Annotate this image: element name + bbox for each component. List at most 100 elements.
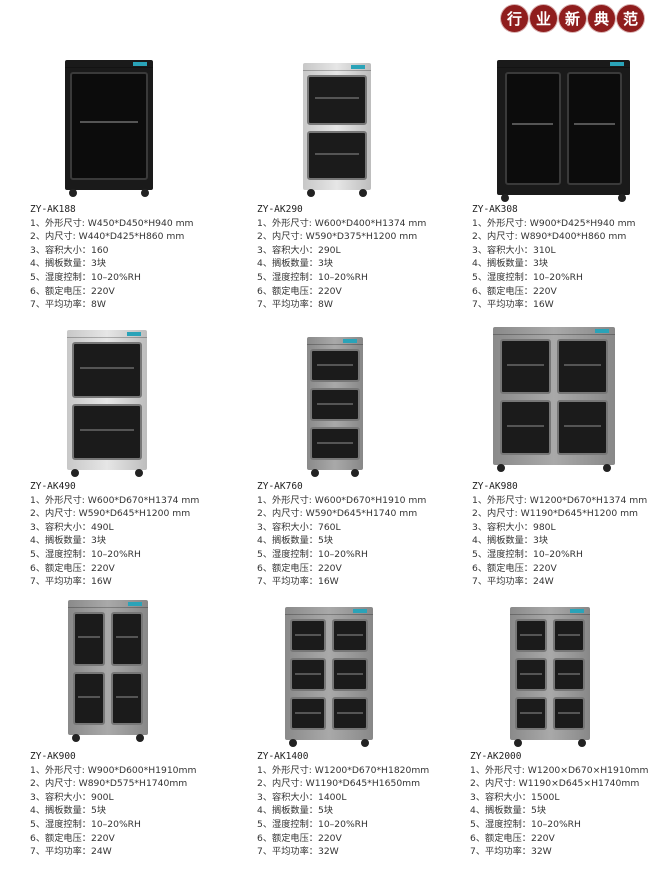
dry-cabinet-image	[67, 330, 147, 477]
display-icon	[353, 609, 367, 613]
control-panel	[303, 63, 371, 71]
control-panel	[493, 327, 615, 335]
spec-line: 5、湿度控制：10–20%RH	[257, 271, 368, 283]
spec-line: 5、湿度控制：10–20%RH	[257, 548, 368, 560]
glass-window	[290, 697, 326, 730]
glass-window	[310, 388, 360, 421]
spec-line: 6、额定电压：220V	[472, 562, 557, 574]
caster-wheel	[603, 464, 611, 472]
control-panel	[65, 60, 153, 68]
caster-wheel	[501, 194, 509, 202]
spec-line: 6、额定电压：220V	[472, 285, 557, 297]
display-icon	[343, 339, 357, 343]
badge-char: 典	[588, 5, 615, 32]
model-name: ZY-AK490	[30, 481, 76, 492]
badge-char: 业	[530, 5, 557, 32]
glass-window	[310, 427, 360, 460]
model-name: ZY-AK308	[472, 204, 518, 215]
dry-cabinet-image	[493, 327, 615, 472]
caster-wheel	[578, 739, 586, 747]
control-panel	[510, 607, 590, 615]
glass-window	[514, 697, 547, 730]
caster-wheel	[71, 469, 79, 477]
spec-line: 7、平均功率：24W	[30, 846, 112, 858]
glass-window	[111, 612, 144, 666]
spec-line: 3、容积大小：760L	[257, 521, 341, 533]
control-panel	[67, 330, 147, 338]
model-name: ZY-AK760	[257, 481, 303, 492]
glass-window	[553, 658, 586, 691]
spec-line: 4、搁板数量：5块	[257, 535, 334, 547]
spec-line: 5、湿度控制：10–20%RH	[470, 818, 581, 830]
spec-line: 5、湿度控制：10–20%RH	[30, 271, 141, 283]
spec-line: 2、内尺寸: W590*D645*H1740 mm	[257, 508, 418, 520]
badge-char: 行	[501, 5, 528, 32]
glass-window	[71, 342, 143, 398]
glass-window	[332, 658, 368, 691]
door-windows	[290, 619, 368, 730]
spec-line: 3、容积大小：310L	[472, 244, 556, 256]
model-name: ZY-AK1400	[257, 751, 309, 762]
glass-window	[111, 671, 144, 725]
glass-window	[553, 619, 586, 652]
glass-window	[307, 75, 367, 125]
spec-line: 4、搁板数量：3块	[472, 535, 549, 547]
spec-line: 6、额定电压：220V	[257, 562, 342, 574]
caster-wheel	[136, 734, 144, 742]
control-panel	[68, 600, 148, 608]
glass-window	[504, 72, 561, 185]
spec-line: 4、搁板数量：3块	[257, 258, 334, 270]
spec-line: 4、搁板数量：5块	[30, 805, 107, 817]
dry-cabinet-image	[65, 60, 153, 197]
caster-wheel	[351, 469, 359, 477]
display-icon	[133, 62, 147, 66]
caster-wheel	[135, 469, 143, 477]
model-name: ZY-AK2000	[470, 751, 522, 762]
spec-line: 1、外形尺寸: W1200×D670×H1910mm	[470, 764, 649, 776]
caster-wheel	[72, 734, 80, 742]
spec-line: 2、内尺寸: W590*D645*H1200 mm	[30, 508, 191, 520]
spec-line: 6、额定电压：220V	[470, 832, 555, 844]
spec-line: 5、湿度控制：10–20%RH	[472, 548, 583, 560]
dry-cabinet-image	[510, 607, 590, 747]
glass-window	[500, 400, 551, 455]
spec-line: 1、外形尺寸: W450*D450*H940 mm	[30, 217, 194, 229]
glass-window	[566, 72, 623, 185]
glass-window	[553, 697, 586, 730]
door-windows	[72, 612, 144, 725]
spec-line: 3、容积大小：290L	[257, 244, 341, 256]
industry-model-badge: 行 业 新 典 范	[501, 5, 644, 32]
control-panel	[497, 60, 630, 68]
spec-line: 2、内尺寸: W590*D375*H1200 mm	[257, 231, 418, 243]
glass-window	[332, 697, 368, 730]
glass-window	[307, 130, 367, 180]
control-panel	[307, 337, 363, 345]
spec-line: 6、额定电压：220V	[30, 285, 115, 297]
spec-line: 7、平均功率：8W	[30, 299, 106, 311]
control-panel	[285, 607, 373, 615]
model-name: ZY-AK980	[472, 481, 518, 492]
spec-line: 4、搁板数量：5块	[470, 805, 547, 817]
model-name: ZY-AK188	[30, 204, 76, 215]
spec-line: 5、湿度控制：10–20%RH	[30, 818, 141, 830]
caster-wheel	[311, 469, 319, 477]
door-windows	[71, 342, 143, 460]
caster-wheel	[618, 194, 626, 202]
glass-window	[500, 339, 551, 394]
model-name: ZY-AK900	[30, 751, 76, 762]
glass-window	[557, 400, 608, 455]
caster-wheel	[289, 739, 297, 747]
spec-line: 7、平均功率：16W	[257, 576, 339, 588]
spec-line: 7、平均功率：24W	[472, 576, 554, 588]
spec-line: 5、湿度控制：10–20%RH	[472, 271, 583, 283]
spec-line: 1、外形尺寸: W1200*D670*H1820mm	[257, 764, 430, 776]
dry-cabinet-image	[68, 600, 148, 742]
caster-wheel	[497, 464, 505, 472]
display-icon	[128, 602, 142, 606]
spec-line: 3、容积大小：490L	[30, 521, 114, 533]
